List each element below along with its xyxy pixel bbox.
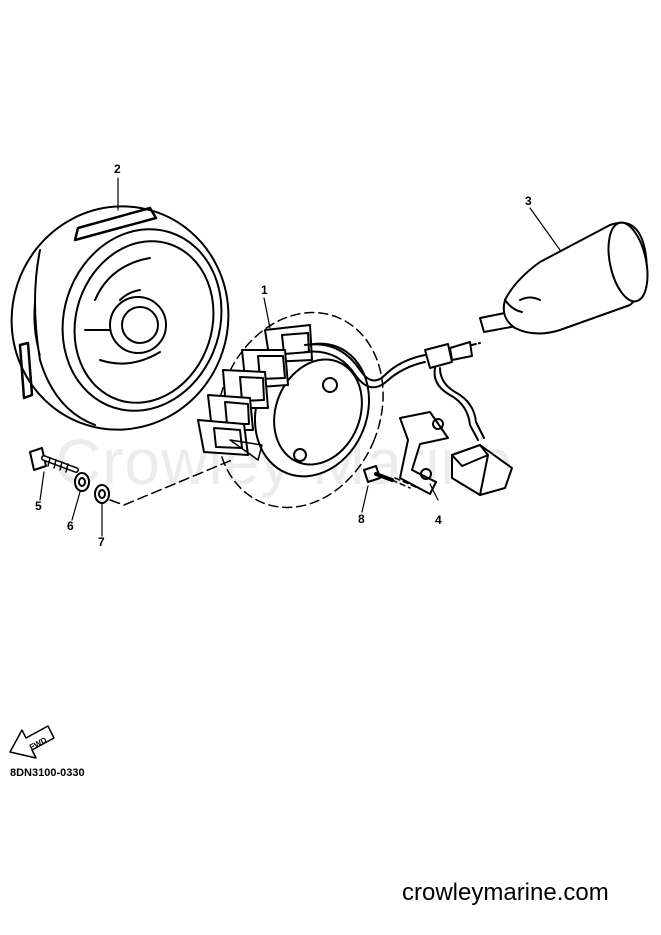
bracket-part[interactable] xyxy=(399,411,513,496)
plain-washer-part[interactable] xyxy=(94,484,110,504)
callout-cdi-unit: 3 xyxy=(525,194,532,208)
callout-stator: 1 xyxy=(261,283,268,297)
wire-connector xyxy=(424,341,485,441)
stator-part[interactable] xyxy=(188,287,426,532)
drawing-code: 8DN3100-0330 xyxy=(10,767,85,779)
flywheel-part[interactable] xyxy=(0,178,257,458)
screw-part[interactable] xyxy=(363,465,411,489)
callout-bolt: 5 xyxy=(35,499,42,513)
cdi-unit-part[interactable] xyxy=(479,219,654,335)
site-footer-link[interactable]: crowleymarine.com xyxy=(402,879,609,906)
callout-screw: 8 xyxy=(358,512,365,526)
callout-bracket: 4 xyxy=(435,513,442,527)
callout-washer: 6 xyxy=(67,519,74,533)
callout-plain-washer: 7 xyxy=(98,535,105,549)
callout-flywheel: 2 xyxy=(114,162,121,176)
washer-part[interactable] xyxy=(74,472,90,492)
bolt-part[interactable] xyxy=(29,447,79,473)
fwd-arrow-icon xyxy=(9,725,55,759)
